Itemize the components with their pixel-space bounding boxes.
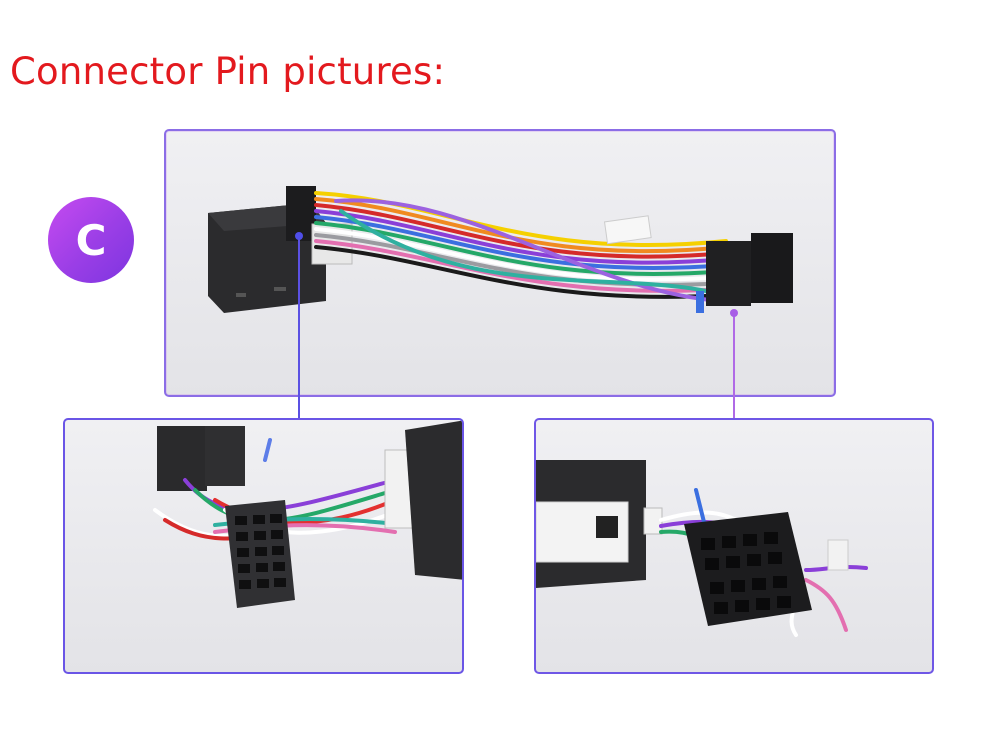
left-connector-closeup-photo xyxy=(63,418,464,674)
twenty-pin-connector xyxy=(225,500,295,608)
right-connector-closeup-photo xyxy=(534,418,934,674)
wiring-harness-illustration xyxy=(208,186,793,313)
right-iso-plug xyxy=(696,233,793,313)
variant-badge: C xyxy=(48,197,134,283)
right-connector-illustration xyxy=(536,460,868,637)
wire-bundle xyxy=(314,191,728,303)
left-connector-illustration xyxy=(153,420,462,608)
iso-connector xyxy=(684,512,812,626)
leader-line-right xyxy=(730,309,738,419)
leader-line-left xyxy=(295,232,303,419)
variant-badge-letter: C xyxy=(75,215,107,265)
harness-overview-photo xyxy=(164,129,836,397)
page-title: Connector Pin pictures: xyxy=(10,50,446,93)
